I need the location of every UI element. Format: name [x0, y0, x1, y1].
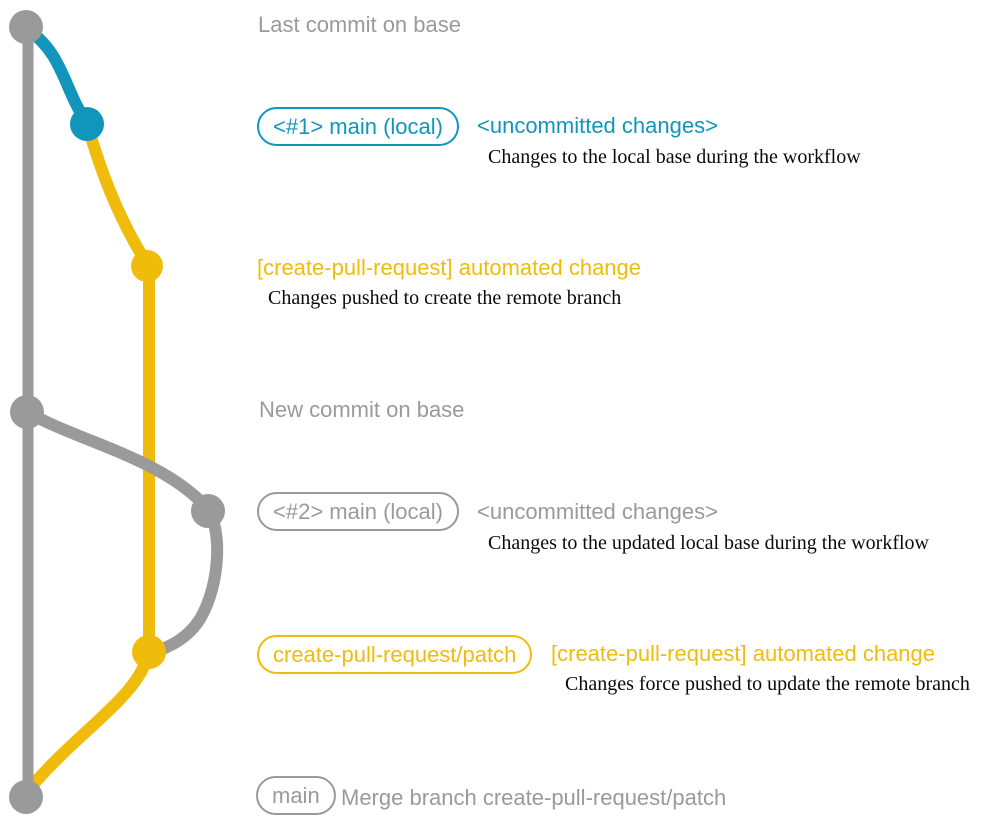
branch-line-main-local-2 [21, 406, 224, 660]
commit-dot-last-commit-on-base [9, 10, 43, 44]
caption-local-base-changes: Changes to the local base during the wor… [488, 146, 861, 168]
new-commit-label: New commit on base [259, 397, 465, 422]
branch-tag-main-local-1: <#1> main (local) [257, 107, 459, 146]
commit-dot-merge [9, 780, 43, 814]
commit-dot-main-local-1 [70, 107, 104, 141]
commit-dot-main-local-2 [191, 494, 225, 528]
uncommitted-changes-heading-2: <uncommitted changes> [477, 499, 718, 524]
commit-dot-new-commit-on-base [10, 395, 44, 429]
branch-tag-main-local-2: <#2> main (local) [257, 492, 459, 531]
branch-tag-main: main [256, 776, 336, 815]
uncommitted-changes-heading-1: <uncommitted changes> [477, 113, 718, 138]
commit-dot-automated-change-2 [132, 635, 166, 669]
branch-tag-create-pull-request-patch: create-pull-request/patch [257, 635, 533, 674]
caption-pushed-create-remote: Changes pushed to create the remote bran… [268, 287, 622, 309]
caption-updated-local-base-changes: Changes to the updated local base during… [488, 532, 929, 554]
merge-commit-label: Merge branch create-pull-request/patch [341, 785, 727, 810]
commit-graph [9, 10, 225, 814]
caption-force-pushed-update-remote: Changes force pushed to update the remot… [565, 673, 970, 695]
commit-dot-automated-change-1 [131, 250, 163, 282]
branch-line-main-local-1 [20, 22, 93, 129]
automated-change-heading-2: [create-pull-request] automated change [551, 641, 936, 666]
automated-change-heading-1: [create-pull-request] automated change [257, 255, 642, 280]
last-commit-label: Last commit on base [258, 12, 461, 37]
